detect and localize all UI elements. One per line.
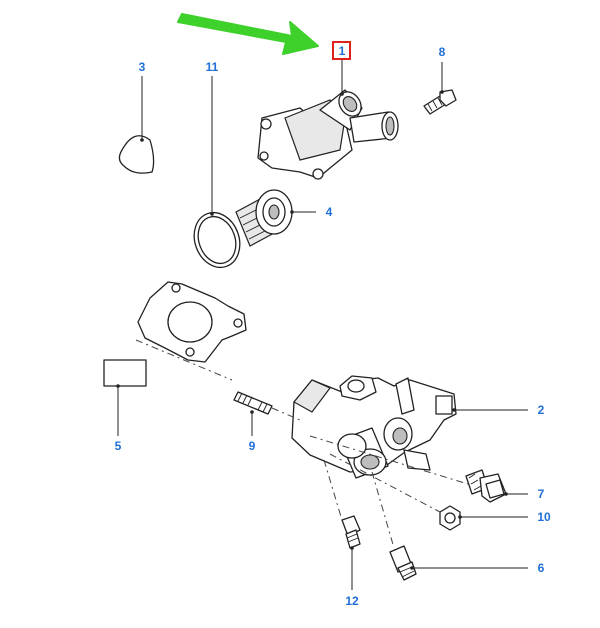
callout-1[interactable]: 1 (339, 44, 346, 58)
callout-8[interactable]: 8 (439, 45, 446, 59)
pointer-arrow (177, 13, 319, 55)
callout-7[interactable]: 7 (538, 487, 545, 501)
callout-5[interactable]: 5 (115, 439, 122, 453)
callout-10[interactable]: 10 (537, 510, 551, 524)
callout-6[interactable]: 6 (538, 561, 545, 575)
leader-lines (116, 60, 528, 590)
callout-3[interactable]: 3 (139, 60, 146, 74)
thermostat-housing[interactable] (257, 88, 399, 180)
nut-10[interactable] (439, 505, 461, 531)
thermostat-4[interactable] (235, 189, 293, 247)
callout-2[interactable]: 2 (538, 403, 545, 417)
callout-12[interactable]: 12 (345, 594, 359, 608)
sensor-6[interactable] (389, 545, 417, 581)
sensor-7[interactable] (465, 469, 507, 503)
gasket-5[interactable] (103, 281, 247, 387)
callout-4[interactable]: 4 (326, 205, 333, 219)
alignment-lines (135, 339, 469, 549)
coolant-outlet-housing[interactable] (291, 375, 457, 479)
callout-11[interactable]: 11 (206, 60, 219, 74)
callout-9[interactable]: 9 (249, 439, 256, 453)
bolt-8[interactable] (423, 89, 457, 115)
stud-9[interactable] (233, 391, 273, 415)
o-ring-11[interactable] (187, 206, 247, 274)
highlight-box (332, 41, 351, 60)
callout-labels: 1 8 3 11 4 2 5 9 7 10 6 12 (115, 44, 551, 608)
seal-3[interactable] (118, 135, 155, 174)
bolt-12[interactable] (341, 515, 361, 549)
